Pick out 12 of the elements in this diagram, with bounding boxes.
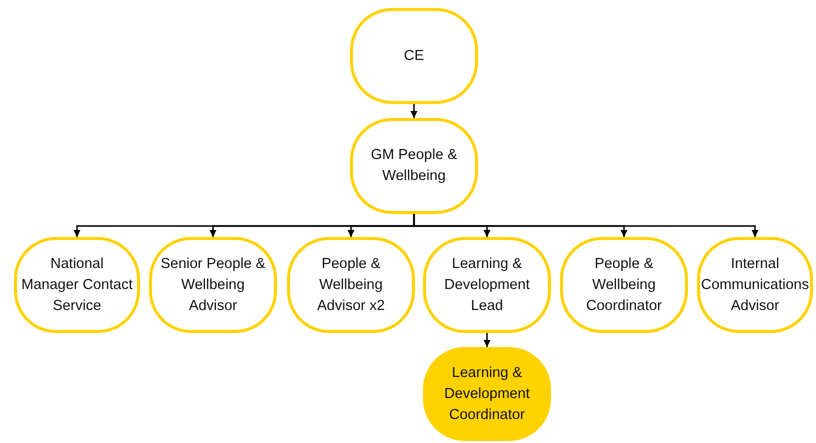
role-title: Learning & Development Lead bbox=[443, 254, 531, 316]
arrow bbox=[413, 214, 758, 237]
role-title: Senior People & Wellbeing Advisor bbox=[160, 254, 266, 316]
role-title: CE bbox=[404, 46, 424, 66]
arrow bbox=[484, 333, 490, 347]
role-title: People & Wellbeing Advisor x2 bbox=[316, 254, 386, 316]
role-title: GM People & Wellbeing bbox=[370, 146, 458, 186]
role-title: People & Wellbeing Coordinator bbox=[585, 254, 663, 316]
arrow bbox=[410, 104, 418, 118]
role-title: Internal Communications Advisor bbox=[701, 254, 809, 316]
role-title: Learning & Development Coordinator bbox=[443, 364, 531, 424]
role-title: National Manager Contact Service bbox=[21, 254, 133, 316]
